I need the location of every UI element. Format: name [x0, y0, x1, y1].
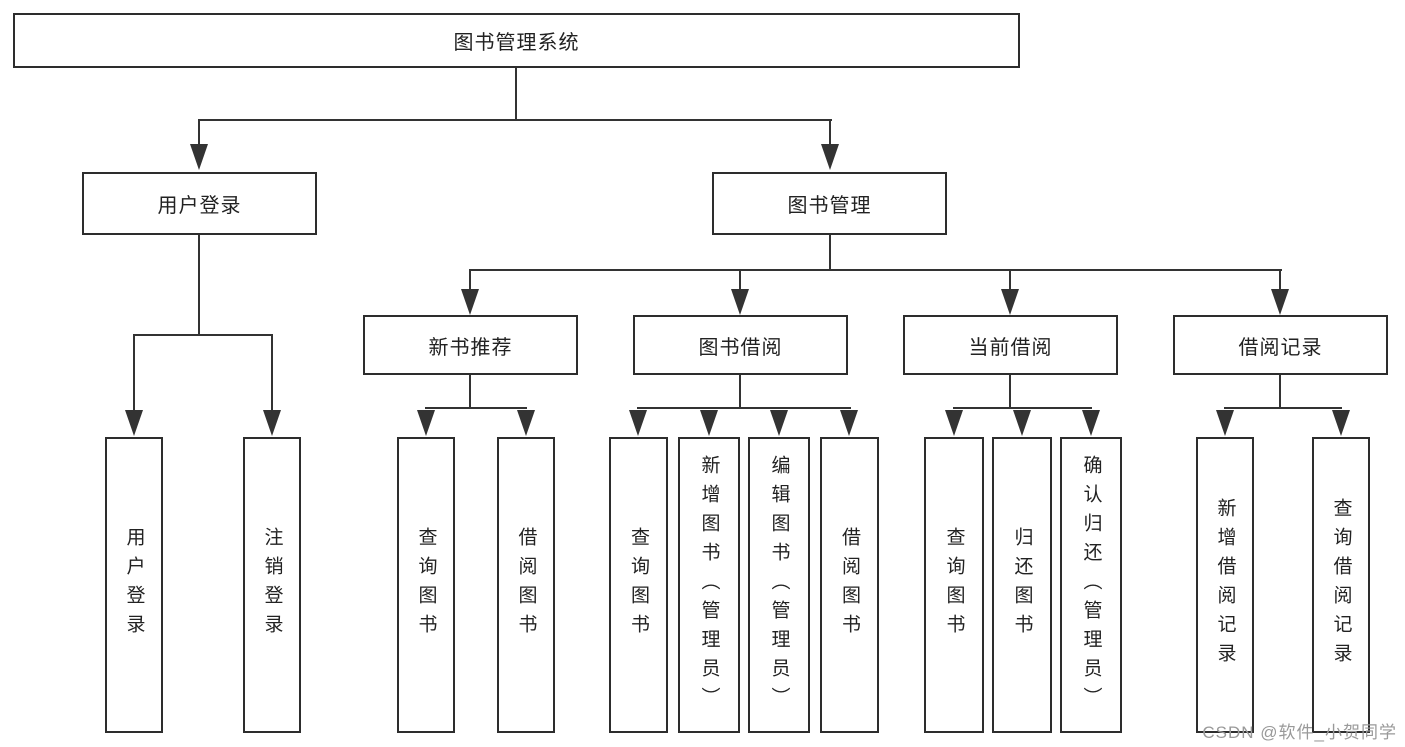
arrow-down — [945, 410, 963, 436]
connector-line — [198, 119, 832, 121]
connector-line — [133, 334, 135, 412]
arrow-down — [731, 289, 749, 315]
leaf-logout: 注销登录 — [243, 437, 301, 733]
connector-line — [1279, 269, 1281, 291]
arrow-down — [1332, 410, 1350, 436]
node-book-borrow: 图书借阅 — [633, 315, 848, 375]
connector-line — [739, 269, 741, 291]
connector-line — [271, 334, 273, 412]
leaf-query-book-borrow: 查询图书 — [609, 437, 668, 733]
connector-line — [1279, 375, 1281, 409]
watermark: CSDN @软件_小贺同学 — [1202, 723, 1397, 742]
connector-line — [515, 68, 517, 120]
node-book-management-label: 图书管理 — [787, 195, 872, 217]
arrow-down — [263, 410, 281, 436]
leaf-borrow-book-recommend: 借阅图书 — [497, 437, 555, 733]
node-borrow-records: 借阅记录 — [1173, 315, 1388, 375]
arrow-down — [770, 410, 788, 436]
node-root-label: 图书管理系统 — [453, 32, 580, 54]
connector-line — [198, 235, 200, 336]
connector-line — [829, 119, 831, 149]
arrow-down — [1271, 289, 1289, 315]
connector-line — [425, 407, 527, 409]
connector-line — [953, 407, 1092, 409]
node-current-borrow: 当前借阅 — [903, 315, 1118, 375]
arrow-down — [190, 144, 208, 170]
node-borrow-records-label: 借阅记录 — [1238, 336, 1323, 359]
arrow-down — [1216, 410, 1234, 436]
leaf-query-book-current: 查询图书 — [924, 437, 984, 733]
arrow-down — [700, 410, 718, 436]
leaf-edit-book-admin: 编辑图书（管理员） — [748, 437, 810, 733]
leaf-user-login: 用户登录 — [105, 437, 163, 733]
arrow-down — [517, 410, 535, 436]
connector-line — [133, 334, 273, 336]
leaf-query-borrow-record-label: 查询借阅记录 — [1330, 498, 1352, 672]
leaf-query-book-borrow-label: 查询图书 — [628, 527, 649, 643]
leaf-confirm-return-admin: 确认归还（管理员） — [1060, 437, 1122, 733]
connector-line — [637, 407, 851, 409]
node-book-management: 图书管理 — [712, 172, 947, 235]
arrow-down — [840, 410, 858, 436]
leaf-logout-label: 注销登录 — [261, 527, 283, 643]
leaf-return-book-label: 归还图书 — [1011, 527, 1033, 643]
connector-line — [1009, 269, 1011, 291]
connector-line — [829, 235, 831, 271]
leaf-edit-book-admin-label: 编辑图书（管理员） — [768, 454, 790, 716]
arrow-down — [629, 410, 647, 436]
leaf-borrow-book-recommend-label: 借阅图书 — [515, 527, 537, 643]
leaf-query-book-current-label: 查询图书 — [943, 527, 965, 643]
connector-line — [469, 269, 1282, 271]
leaf-add-book-admin: 新增图书（管理员） — [678, 437, 740, 733]
arrow-down — [417, 410, 435, 436]
leaf-query-book-recommend: 查询图书 — [397, 437, 455, 733]
leaf-return-book: 归还图书 — [992, 437, 1052, 733]
connector-line — [1009, 375, 1011, 409]
node-new-book-recommend-label: 新书推荐 — [428, 336, 513, 359]
connector-line — [469, 375, 471, 409]
leaf-add-borrow-record: 新增借阅记录 — [1196, 437, 1254, 733]
node-user-login-label: 用户登录 — [157, 195, 242, 217]
node-user-login: 用户登录 — [82, 172, 317, 235]
connector-line — [739, 375, 741, 409]
arrow-down — [1013, 410, 1031, 436]
leaf-borrow-book-label: 借阅图书 — [839, 527, 860, 643]
leaf-query-book-recommend-label: 查询图书 — [415, 527, 437, 643]
leaf-add-book-admin-label: 新增图书（管理员） — [698, 454, 720, 716]
node-new-book-recommend: 新书推荐 — [363, 315, 578, 375]
leaf-borrow-book: 借阅图书 — [820, 437, 879, 733]
arrow-down — [821, 144, 839, 170]
leaf-add-borrow-record-label: 新增借阅记录 — [1214, 498, 1236, 672]
leaf-user-login-label: 用户登录 — [123, 527, 145, 643]
arrow-down — [1082, 410, 1100, 436]
leaf-confirm-return-admin-label: 确认归还（管理员） — [1080, 454, 1102, 716]
leaf-query-borrow-record: 查询借阅记录 — [1312, 437, 1370, 733]
connector-line — [198, 119, 200, 149]
node-book-borrow-label: 图书借阅 — [698, 336, 783, 359]
arrow-down — [1001, 289, 1019, 315]
arrow-down — [461, 289, 479, 315]
node-current-borrow-label: 当前借阅 — [968, 336, 1053, 359]
connector-line — [469, 269, 471, 291]
connector-line — [1224, 407, 1342, 409]
node-root: 图书管理系统 — [13, 13, 1020, 68]
arrow-down — [125, 410, 143, 436]
